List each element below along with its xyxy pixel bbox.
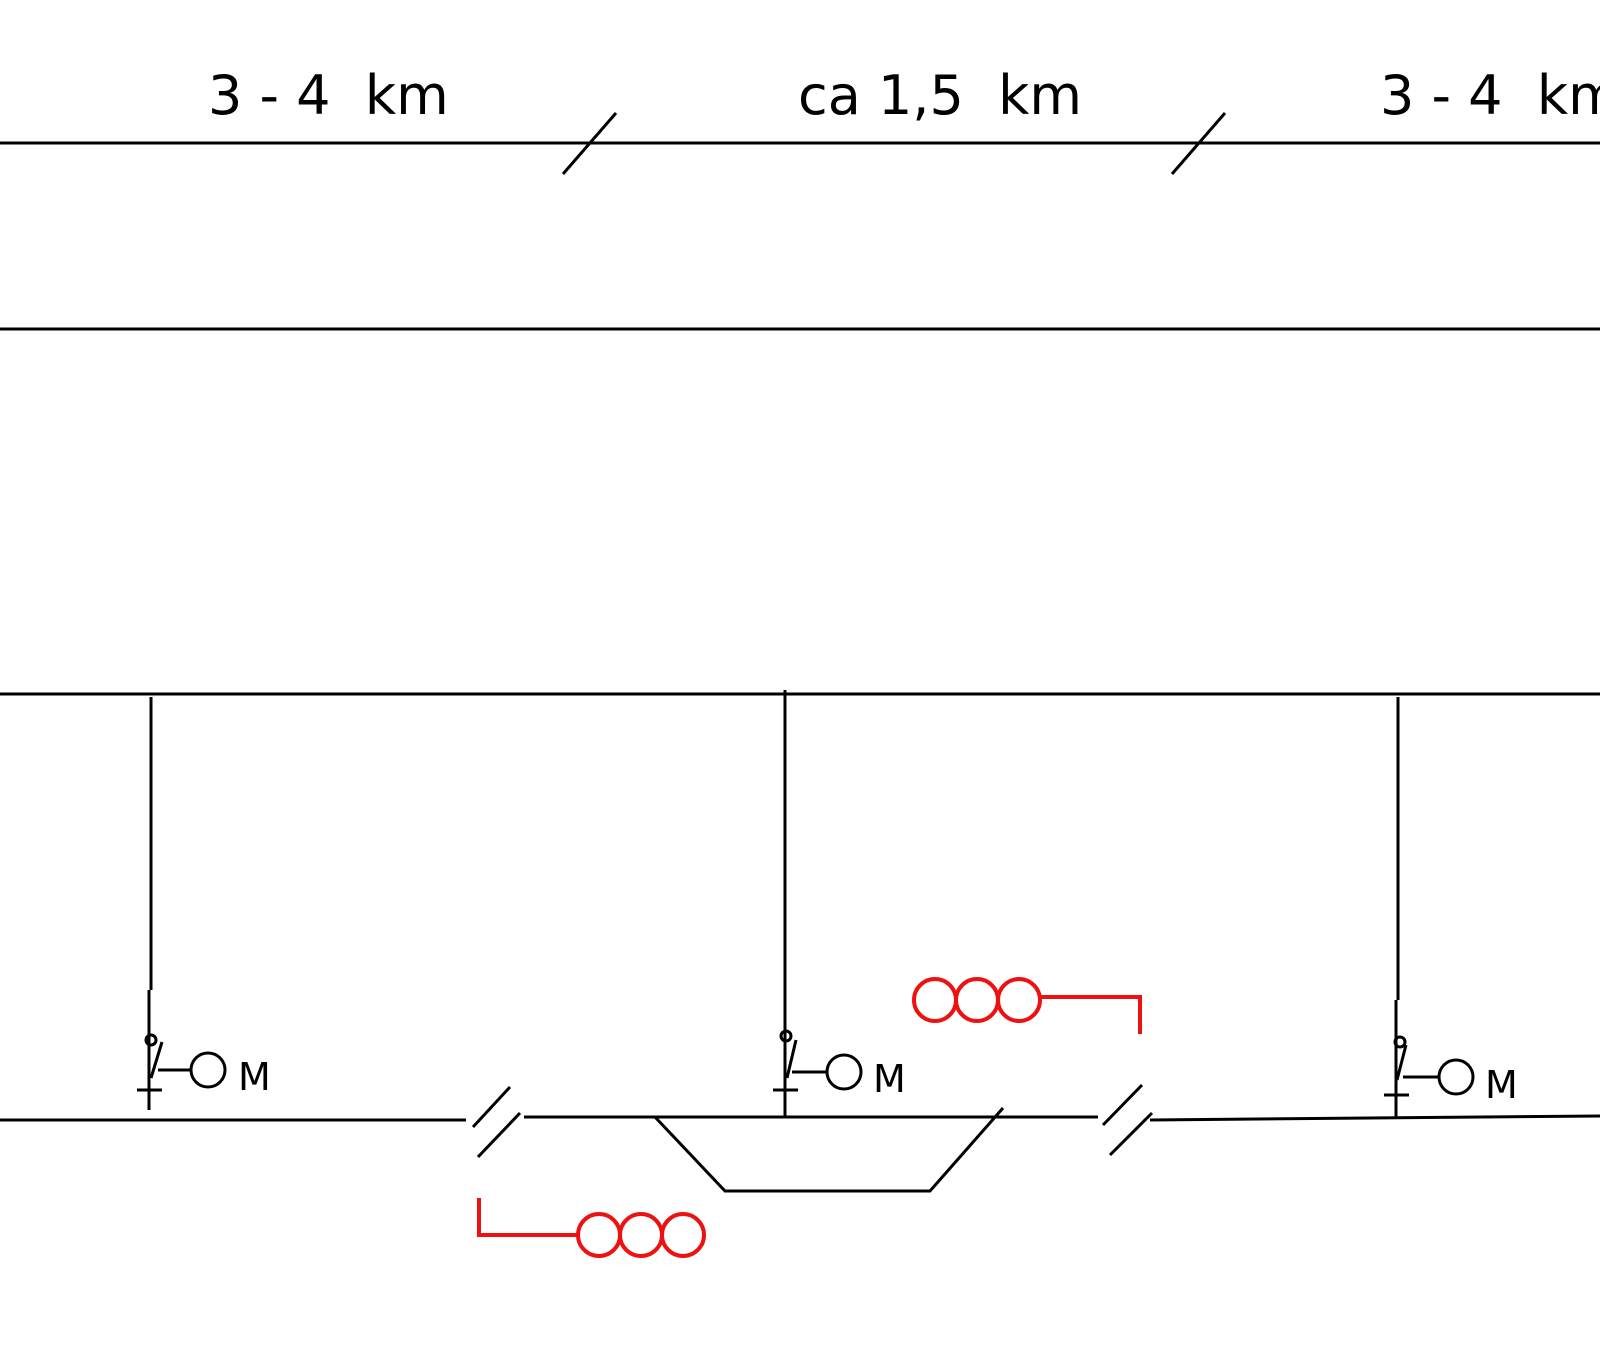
contact-line-right [1149,1114,1600,1122]
motor-label-right: M [1485,1063,1518,1107]
section-insulator-left [471,1085,522,1159]
signal-lower-left [477,1198,706,1258]
motor-disconnector-right [1384,1000,1475,1118]
section-break-tick-right [1170,112,1227,175]
motor-label-left: M [238,1055,271,1099]
motor-disconnector-left [137,990,227,1110]
section-break-tick-left [561,112,618,175]
signal-upper-right [912,977,1142,1034]
section-insulator-right [1101,1083,1154,1157]
distance-label-middle: ca 1,5 km [798,64,1082,127]
passing-loop-track [653,1107,1005,1193]
distance-label-right: 3 - 4 km [1380,64,1600,127]
motor-label-middle: M [873,1057,906,1101]
motor-disconnector-middle [773,1029,863,1117]
distance-label-left: 3 - 4 km [208,64,449,127]
